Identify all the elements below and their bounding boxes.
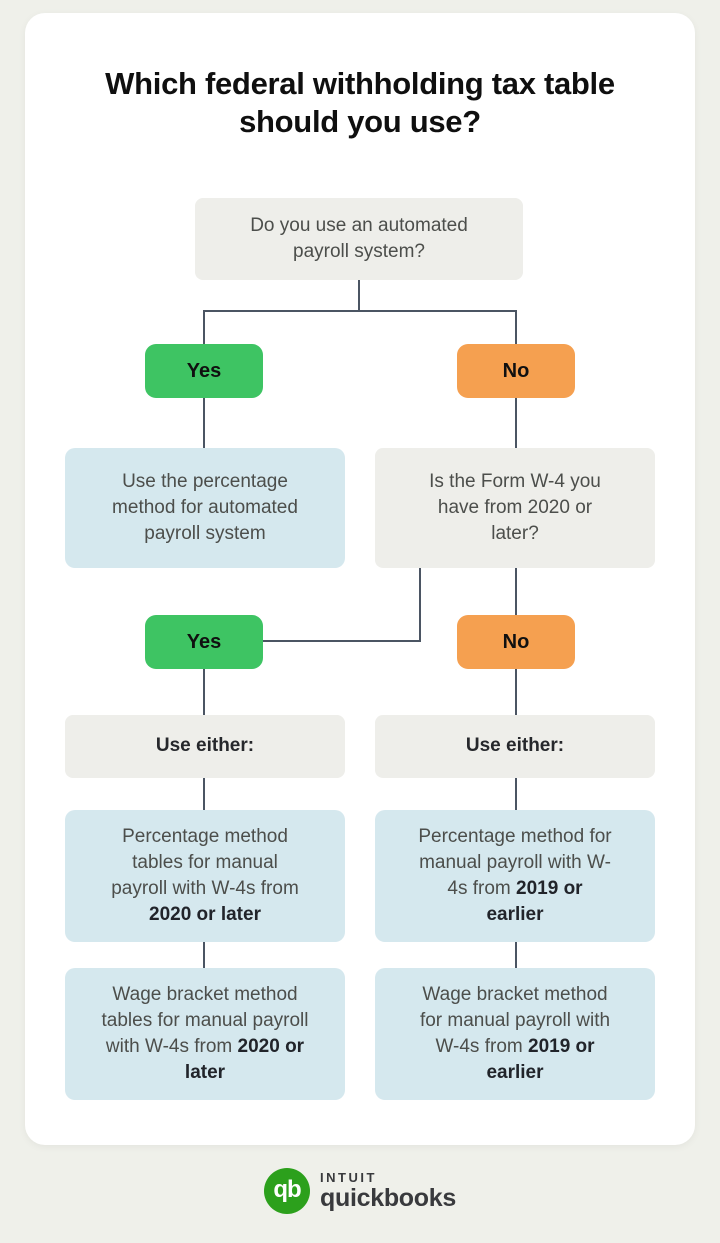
connector-w4-yes-stem <box>419 568 421 642</box>
use-either-right: Use either: <box>375 715 655 778</box>
connector-no2-use-either <box>515 669 517 715</box>
option-wage-bracket-2020-label: Wage bracket method tables for manual pa… <box>99 982 311 1087</box>
use-either-right-label: Use either: <box>465 735 565 757</box>
yes-node-w4-2020-label: Yes <box>186 630 222 653</box>
option-wage-bracket-2019-year: 2019 or earlier <box>486 1036 595 1084</box>
connector-w4-yes-elbow <box>263 640 421 642</box>
brand-wordmark: INTUIT quickbooks <box>320 1170 456 1211</box>
no-node-w4-2020: No <box>457 615 575 669</box>
question-w4-year: Is the Form W-4 you have from 2020 or la… <box>375 448 655 568</box>
option-percentage-2019: Percentage method for manual payroll wit… <box>375 810 655 942</box>
option-wage-bracket-2019-label: Wage bracket method for manual payroll w… <box>417 982 613 1087</box>
intuit-wordmark: INTUIT <box>320 1170 377 1186</box>
use-either-left-label: Use either: <box>155 735 255 757</box>
brand-footer: qb INTUIT quickbooks <box>0 1168 720 1214</box>
option-percentage-2020-text: Percentage method tables for manual payr… <box>111 825 299 899</box>
connector-w4-no-stem <box>515 568 517 615</box>
connector-use-either-pct-left <box>203 778 205 810</box>
connector-root-yes-drop <box>203 310 205 344</box>
question-automated-payroll: Do you use an automated payroll system? <box>195 198 523 280</box>
connector-use-either-pct-right <box>515 778 517 810</box>
yes-node-automated-label: Yes <box>186 359 222 382</box>
option-percentage-2020: Percentage method tables for manual payr… <box>65 810 345 942</box>
question-automated-payroll-label: Do you use an automated payroll system? <box>250 214 468 262</box>
question-w4-year-label: Is the Form W-4 you have from 2020 or la… <box>429 470 601 545</box>
yes-node-automated: Yes <box>145 344 263 398</box>
connector-pct-wage-left <box>203 942 205 968</box>
no-node-automated-label: No <box>502 359 530 382</box>
yes-node-w4-2020: Yes <box>145 615 263 669</box>
connector-no1-w4 <box>515 398 517 448</box>
flowchart-card: Which federal withholding tax table shou… <box>25 13 695 1145</box>
no-node-automated: No <box>457 344 575 398</box>
connector-pct-wage-right <box>515 942 517 968</box>
option-percentage-2019-year: 2019 or earlier <box>486 878 583 926</box>
option-percentage-2019-text: Percentage method for manual payroll wit… <box>418 825 612 899</box>
option-wage-bracket-2019: Wage bracket method for manual payroll w… <box>375 968 655 1100</box>
connector-root-no-drop <box>515 310 517 344</box>
connector-yes2-use-either <box>203 669 205 715</box>
use-either-left: Use either: <box>65 715 345 778</box>
result-automated-percentage-label: Use the percentage method for automated … <box>112 470 298 545</box>
page-title: Which federal withholding tax table shou… <box>105 66 615 139</box>
option-wage-bracket-2020-text: Wage bracket method tables for manual pa… <box>101 983 309 1057</box>
option-percentage-2020-label: Percentage method tables for manual payr… <box>103 824 307 929</box>
connector-root-branch <box>203 310 517 312</box>
option-wage-bracket-2020: Wage bracket method tables for manual pa… <box>65 968 345 1100</box>
option-percentage-2020-year: 2020 or later <box>149 904 261 926</box>
quickbooks-monogram: qb <box>273 1176 301 1203</box>
connector-yes1-result <box>203 398 205 448</box>
connector-root-stem <box>358 280 360 311</box>
result-automated-percentage: Use the percentage method for automated … <box>65 448 345 568</box>
option-wage-bracket-2019-text: Wage bracket method for manual payroll w… <box>419 983 611 1057</box>
quickbooks-logo-icon: qb <box>264 1168 311 1214</box>
quickbooks-wordmark: quickbooks <box>320 1184 456 1213</box>
option-percentage-2019-label: Percentage method for manual payroll wit… <box>417 824 613 929</box>
no-node-w4-2020-label: No <box>502 630 530 653</box>
option-wage-bracket-2020-year: 2020 or later <box>184 1036 305 1084</box>
